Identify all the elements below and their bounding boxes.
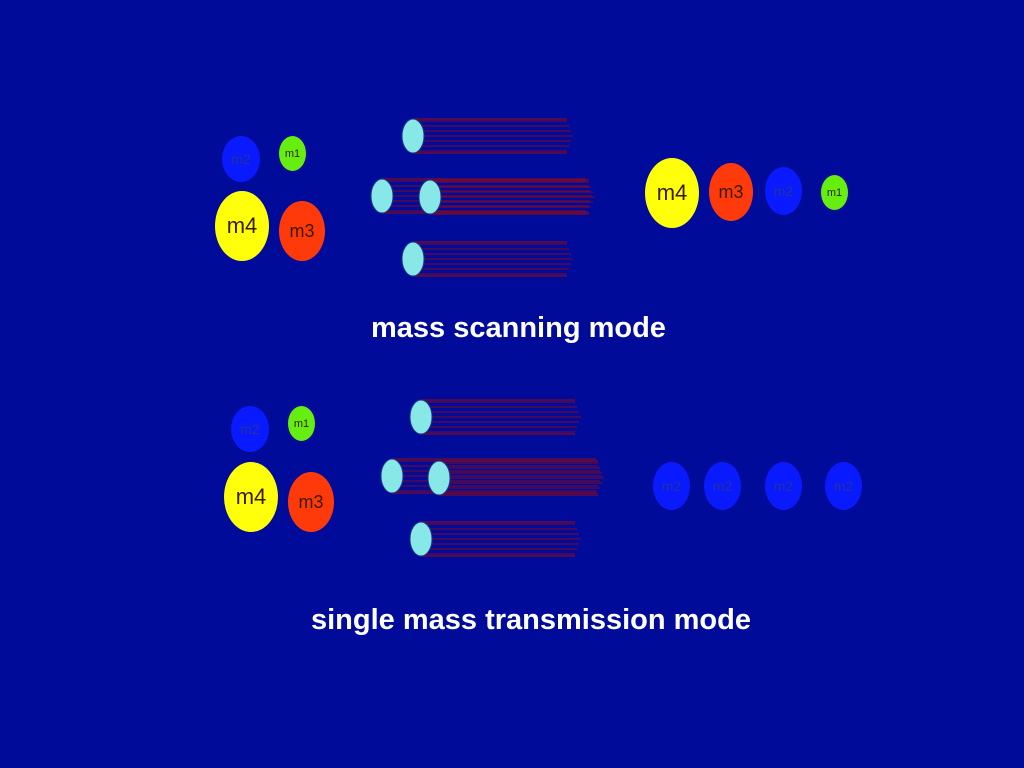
rod-top-right: [418, 179, 595, 215]
ion-m1-output-top: m1: [821, 175, 848, 210]
ion-m3-source-bottom: m3: [288, 472, 334, 532]
rod-top-right-end: [418, 179, 442, 215]
rod-bottom-lower: [409, 521, 581, 557]
rod-bottom-upper-end: [409, 399, 433, 435]
ion-m2-source-bottom: m2: [231, 406, 269, 452]
rod-top-lower-end: [401, 241, 425, 277]
ion-m2-output-bottom-3: m2: [765, 462, 802, 510]
caption-mass-scanning-mode: mass scanning mode: [371, 312, 666, 344]
ion-m4-output-top: m4: [645, 158, 699, 228]
rod-bottom-left-end: [380, 458, 404, 494]
rod-bottom-upper: [409, 399, 581, 435]
ion-m2-output-bottom-1: m2: [653, 462, 690, 510]
ion-m3-output-top: m3: [709, 163, 753, 221]
rod-top-left: [370, 178, 592, 214]
ion-m2-source-top: m2: [222, 136, 260, 182]
rod-top-left-end: [370, 178, 394, 214]
caption-single-mass-transmission-mode: single mass transmission mode: [311, 604, 751, 636]
rod-top-upper-end: [401, 118, 425, 154]
ion-m4-source-top: m4: [215, 191, 269, 261]
ion-m1-source-bottom: m1: [288, 406, 315, 441]
rod-bottom-right-end: [427, 460, 451, 496]
ion-m2-output-top: m2: [765, 167, 802, 215]
ion-m3-source-top: m3: [279, 201, 325, 261]
rod-bottom-lower-end: [409, 521, 433, 557]
ion-m1-source-top: m1: [279, 136, 306, 171]
rod-top-upper: [401, 118, 573, 154]
ion-m2-output-bottom-4: m2: [825, 462, 862, 510]
ion-m4-source-bottom: m4: [224, 462, 278, 532]
rod-top-lower: [401, 241, 573, 277]
rod-bottom-right: [427, 460, 604, 496]
ion-m2-output-bottom-2: m2: [704, 462, 741, 510]
